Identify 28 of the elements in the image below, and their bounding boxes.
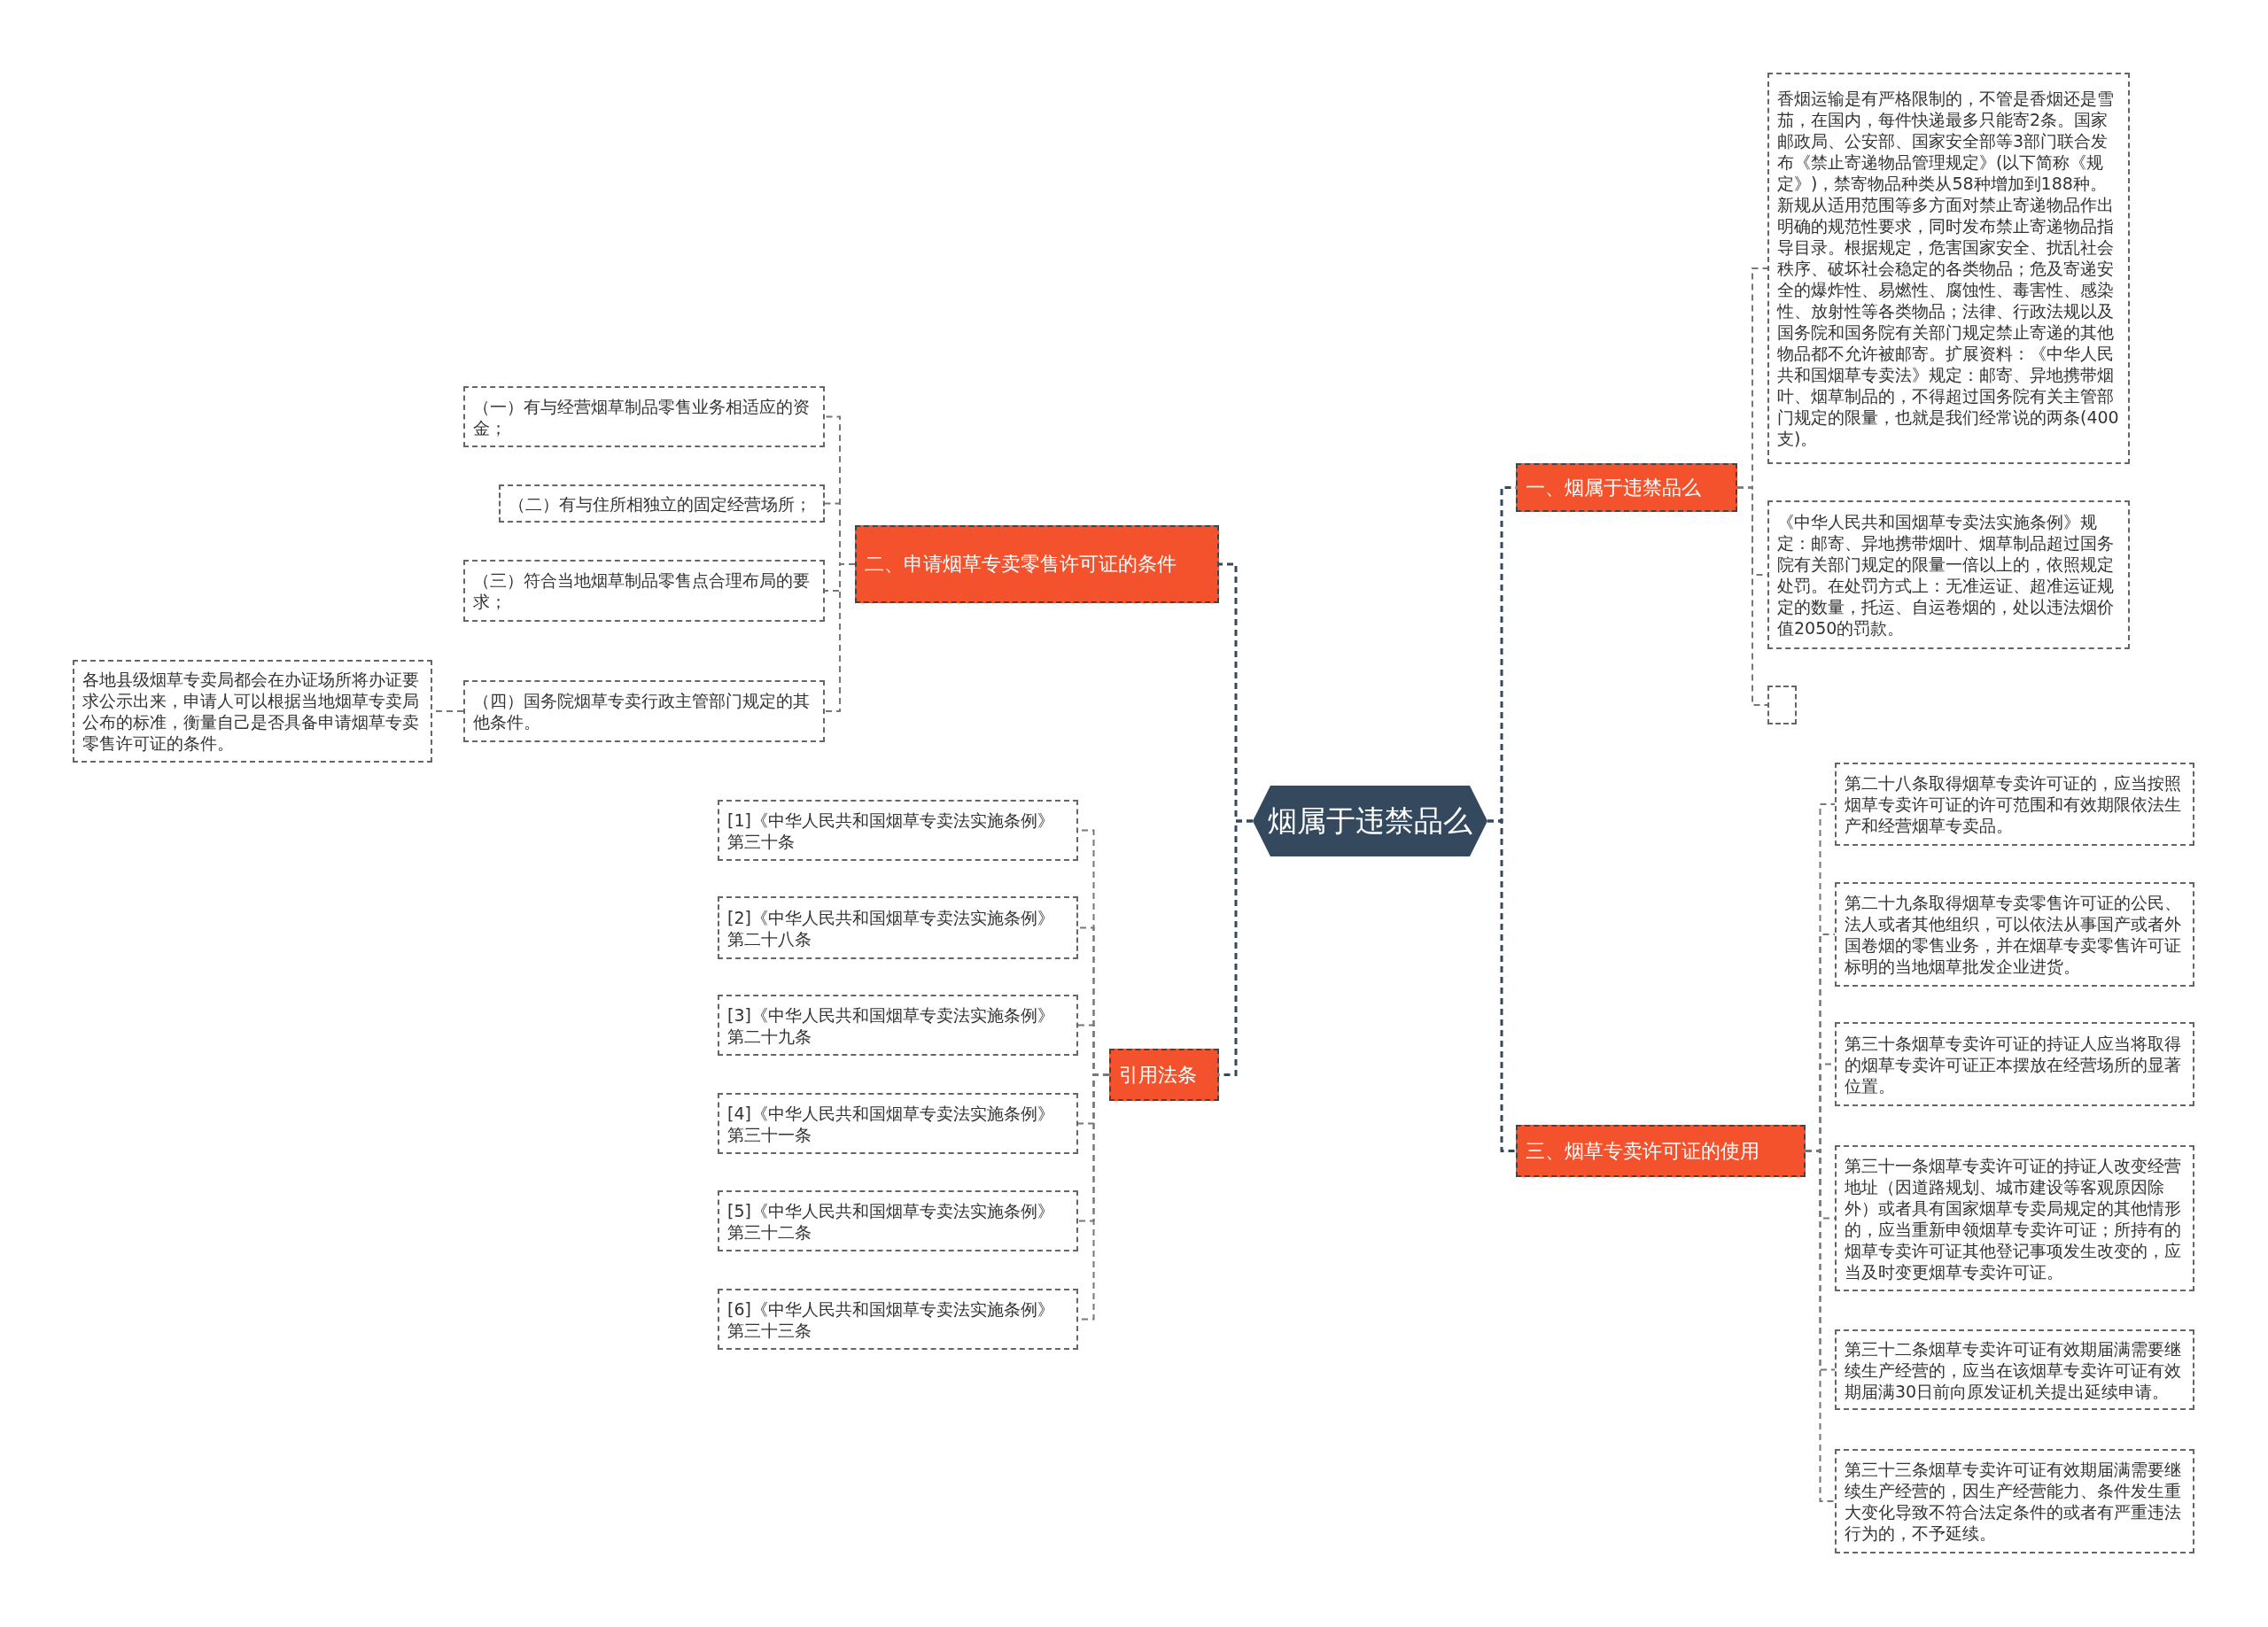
connector xyxy=(1487,819,1516,1152)
text-box: [4]《中华人民共和国烟草专卖法实施条例》第三十一条 xyxy=(718,1093,1078,1154)
text-box: 第二十九条取得烟草专卖零售许可证的公民、法人或者其他组织，可以依法从事国产或者外国卷烟的零售业务，并在烟草专卖零售许可证标明的当地烟草批发企业进货。 xyxy=(1835,882,2194,987)
branch-box: 三、烟草专卖许可证的使用 xyxy=(1516,1125,1806,1177)
connector xyxy=(1736,486,1768,706)
text-box: 第二十八条取得烟草专卖许可证的，应当按照烟草专卖许可证的许可范围和有效期限依法生产和经营烟草专卖品。 xyxy=(1835,763,2194,846)
text-box: 第三十条烟草专卖许可证的持证人应当将取得的烟草专卖许可证正本摆放在经营场所的显著位置。 xyxy=(1835,1022,2194,1106)
branch-box: 一、烟属于违禁品么 xyxy=(1516,463,1737,512)
text-box: 第三十三条烟草专卖许可证有效期届满需要继续生产经营的，因生产经营能力、条件发生重大变化导致不符合法定条件的或者有严重违法行为的，不予延续。 xyxy=(1835,1449,2194,1553)
text-box: 第三十二条烟草专卖许可证有效期届满需要继续生产经营的，应当在该烟草专卖许可证有效期届满30日前向原发证机关提出延续申请。 xyxy=(1835,1329,2194,1410)
text-box: （二）有与住所相独立的固定经营场所； xyxy=(499,484,825,523)
text-box: 第三十一条烟草专卖许可证的持证人改变经营地址（因道路规划、城市建设等客观原因除外）或者具有国家烟草专卖局规定的其他情形的，应当重新申领烟草专卖许可证；所持有的烟草专卖许可证其他登记事项发生改变的，应当及时变更烟草专卖许可证。 xyxy=(1835,1145,2194,1291)
text-box: （三）符合当地烟草制品零售点合理布局的要求； xyxy=(463,560,825,622)
text-box: [6]《中华人民共和国烟草专卖法实施条例》第三十三条 xyxy=(718,1289,1078,1350)
text-box: [1]《中华人民共和国烟草专卖法实施条例》第三十条 xyxy=(718,800,1078,861)
text-box: 《中华人民共和国烟草专卖法实施条例》规定：邮寄、异地携带烟叶、烟草制品超过国务院有关部门规定的限量一倍以上的，依照规定处罚。在处罚方式上：无准运证、超准运证规定的数量，托运、自运卷烟的，处以违法烟价值2050的罚款。 xyxy=(1767,500,2130,649)
central-topic: 烟属于违禁品么 xyxy=(1253,786,1487,856)
branch-box: 二、申请烟草专卖零售许可证的条件 xyxy=(855,525,1219,603)
branch-box: 引用法条 xyxy=(1109,1049,1219,1101)
text-box: [2]《中华人民共和国烟草专卖法实施条例》第二十八条 xyxy=(718,896,1078,959)
text-box: [3]《中华人民共和国烟草专卖法实施条例》第二十九条 xyxy=(718,995,1078,1056)
text-box: （四）国务院烟草专卖行政主管部门规定的其他条件。 xyxy=(463,680,825,742)
text-box: [5]《中华人民共和国烟草专卖法实施条例》第三十二条 xyxy=(718,1190,1078,1251)
text-box: （一）有与经营烟草制品零售业务相适应的资金； xyxy=(463,386,825,447)
connector xyxy=(824,563,856,712)
text-box: 香烟运输是有严格限制的，不管是香烟还是雪茄，在国内，每件快递最多只能寄2条。国家邮政局、公安部、国家安全部等3部门联合发布《禁止寄递物品管理规定》(以下简称《规定》)，禁寄物品种类从58种增加到188种。新规从适用范围等多方面对禁止寄递物品作出明确的规范性要求，同时发布禁止寄递物品指导目录。根据规定，危害国家安全、扰乱社会秩序、破坏社会稳定的各类物品；危及寄递安全的爆炸性、易燃性、腐蚀性、毒害性、感染性、放射性等各类物品；法律、行政法规以及国务院和国务院有关部门规定禁止寄递的其他物品都不允许被邮寄。扩展资料：《中华人民共和国烟草专卖法》规定：邮寄、异地携带烟叶、烟草制品的，不得超过国务院有关主管部门规定的限量，也就是我们经常说的两条(400支)。 xyxy=(1767,73,2130,464)
empty-box xyxy=(1767,686,1797,724)
text-box: 各地县级烟草专卖局都会在办证场所将办证要求公示出来，申请人可以根据当地烟草专卖局公布的标准，衡量自己是否具备申请烟草专卖零售许可证的条件。 xyxy=(73,660,432,763)
